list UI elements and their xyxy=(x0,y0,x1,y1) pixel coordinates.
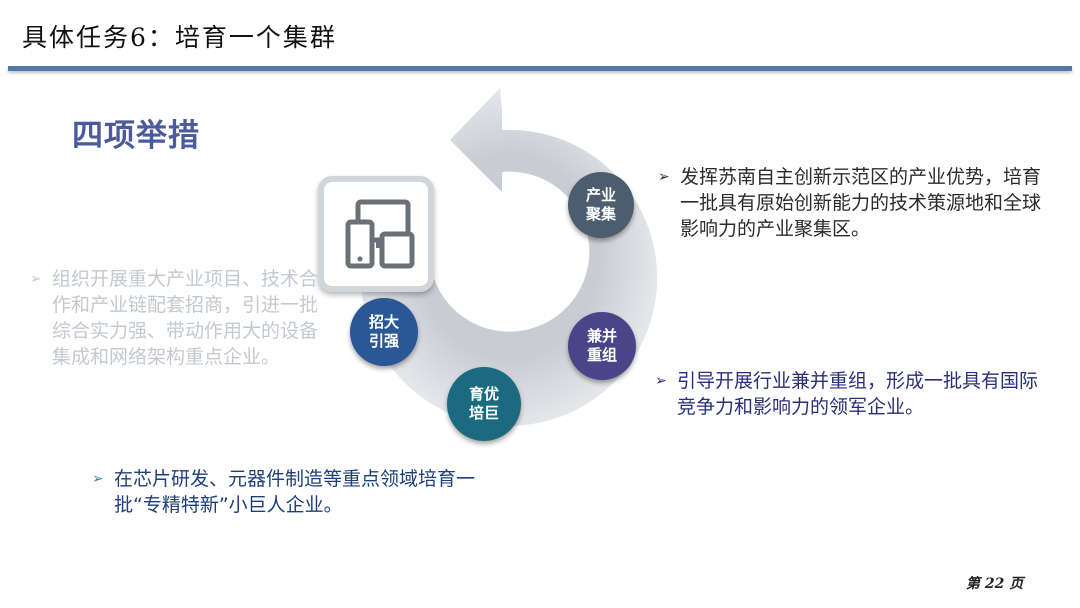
page-number: 第 22 页 xyxy=(966,576,1024,592)
section-heading: 四项举措 xyxy=(72,118,200,154)
node-cultivate-giants: 育优培巨 xyxy=(447,367,521,441)
node-attract-investment: 招大引强 xyxy=(350,298,418,366)
node-merger-reorganization: 兼并重组 xyxy=(568,312,636,380)
bullet-bottom-text: 在芯片研发、元器件制造等重点领域培育一批“专精特新”小巨人企业。 xyxy=(114,468,476,516)
bullet-arrow-icon: ➢ xyxy=(30,271,42,287)
node-industry-cluster: 产业聚集 xyxy=(568,172,634,238)
bullet-arrow-icon: ➢ xyxy=(92,471,104,487)
bullet-right-top: ➢ 发挥苏南自主创新示范区的产业优势，培育一批具有原始创新能力的技术策源地和全球… xyxy=(658,164,1053,242)
devices-icon-tile xyxy=(318,176,434,292)
bullet-arrow-icon: ➢ xyxy=(658,169,670,185)
slide-title: 具体任务6：培育一个集群 xyxy=(22,23,337,52)
bullet-arrow-icon: ➢ xyxy=(655,373,667,389)
bullet-left: ➢ 组织开展重大产业项目、技术合作和产业链配套招商，引进一批综合实力强、带动作用… xyxy=(30,266,320,370)
bullet-right-middle: ➢ 引导开展行业兼并重组，形成一批具有国际竞争力和影响力的领军企业。 xyxy=(655,368,1055,420)
bullet-right-middle-text: 引导开展行业兼并重组，形成一批具有国际竞争力和影响力的领军企业。 xyxy=(677,370,1039,418)
title-divider xyxy=(8,66,1072,71)
bullet-left-text: 组织开展重大产业项目、技术合作和产业链配套招商，引进一批综合实力强、带动作用大的… xyxy=(52,268,319,368)
bullet-right-top-text: 发挥苏南自主创新示范区的产业优势，培育一批具有原始创新能力的技术策源地和全球影响… xyxy=(680,166,1042,240)
bullet-bottom: ➢ 在芯片研发、元器件制造等重点领域培育一批“专精特新”小巨人企业。 xyxy=(92,466,522,518)
devices-icon xyxy=(345,199,415,269)
